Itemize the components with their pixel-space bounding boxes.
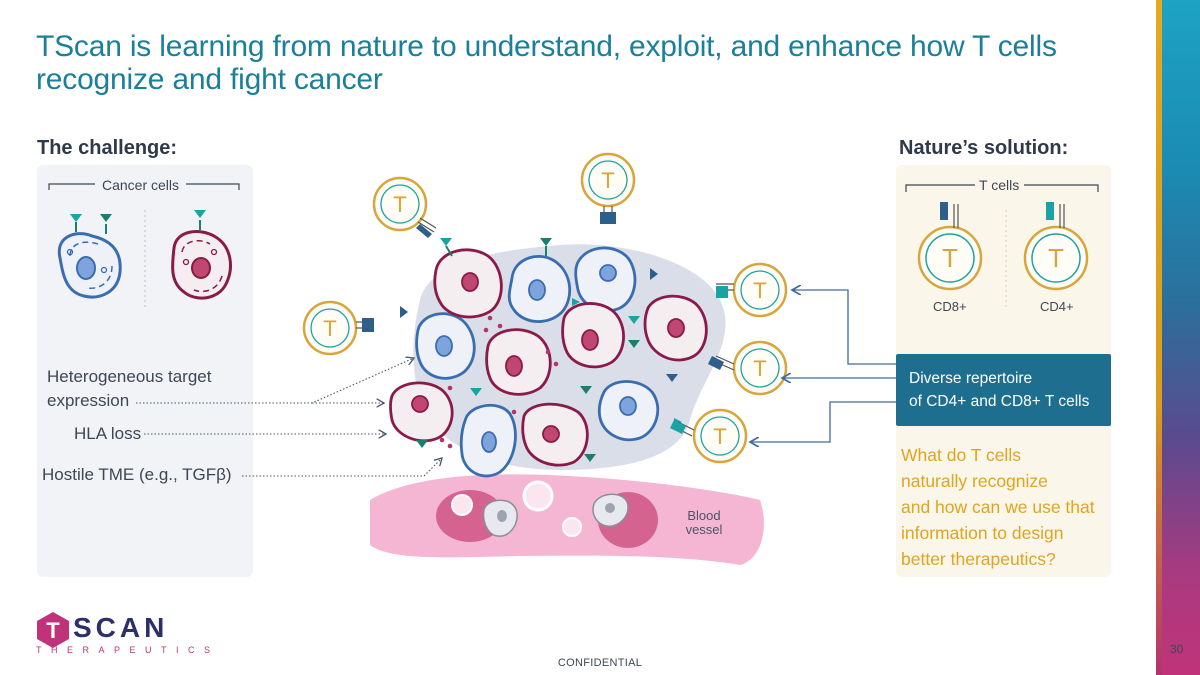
solution-arrows: [750, 290, 896, 442]
blood-vessel-icon: [370, 474, 764, 565]
t-letter: T: [323, 316, 336, 341]
question-line: naturally recognize: [901, 471, 1048, 491]
question-line: and how can we use that: [901, 497, 1095, 517]
t-letter: T: [601, 168, 614, 193]
solution-question: What do T cells naturally recognize and …: [901, 442, 1111, 572]
tumor-blue-cell-5: [459, 404, 517, 478]
tumor-red-cell-6: [521, 402, 589, 467]
question-line: What do T cells: [901, 445, 1021, 465]
tumor-blue-cell-2: [574, 246, 637, 313]
t-cell-icon-right-3: [670, 408, 748, 464]
tumor-red-cell-4: [643, 294, 708, 362]
cd4-t-cell-icon: [1023, 202, 1089, 291]
cd8-t-cell-icon: [917, 202, 983, 291]
cd4-label: CD4+: [1040, 299, 1074, 314]
tumor-red-cell-3: [561, 302, 625, 369]
cancer-cells-label: Cancer cells: [102, 177, 180, 193]
challenge-item-expression: expression: [47, 391, 130, 410]
decorative-stripe: [1156, 0, 1200, 675]
tumor-red-cell-1: [433, 248, 503, 319]
slide-title: TScan is learning from nature to underst…: [36, 30, 1057, 96]
red-cancer-cell-icon: [171, 210, 232, 300]
diverse-repertoire-box: Diverse repertoire of CD4+ and CD8+ T ce…: [896, 354, 1111, 426]
t-letter: T: [942, 243, 958, 273]
t-letter: T: [713, 424, 726, 449]
t-letter: T: [753, 278, 766, 303]
t-cell-icon-right-2: [708, 340, 788, 396]
logo-subtitle: THERAPEUTICS: [36, 645, 220, 655]
cancer-cells-bracket: [48, 183, 240, 190]
tumor-red-cell-5: [389, 381, 454, 443]
logo-hexagon-icon: [37, 612, 69, 648]
question-line: information to design: [901, 523, 1064, 543]
t-letter: T: [393, 192, 406, 217]
tumor-blue-cell-3: [415, 312, 476, 380]
hla-receptor-icons: [400, 238, 682, 462]
logo-letter: T: [46, 618, 60, 643]
t-cell-letters: T T T T T T T T: [323, 168, 1064, 449]
t-cell-icon-right-1: [716, 262, 788, 318]
cd8-label: CD8+: [933, 299, 967, 314]
challenge-item-hostile-tme: Hostile TME (e.g., TGFβ): [42, 465, 232, 484]
challenge-arrows: [136, 358, 442, 477]
cytokine-dots: [439, 315, 559, 449]
t-cell-icon-left: [302, 300, 374, 356]
t-cell-icon-top-left: [372, 176, 437, 238]
page-number: 30: [1170, 642, 1184, 656]
t-cells-bracket: [905, 184, 1099, 192]
t-cells-label: T cells: [979, 177, 1020, 193]
challenge-item-heterogeneous: Heterogeneous target: [47, 367, 212, 386]
solution-heading: Nature’s solution:: [899, 137, 1069, 159]
tumor-blue-cell-4: [597, 380, 660, 442]
tumor-blue-cell-1: [507, 254, 571, 323]
blue-cancer-cell-icon: [57, 214, 122, 299]
challenge-heading: The challenge:: [37, 137, 178, 159]
t-letter: T: [1048, 243, 1064, 273]
box-line-2: of CD4+ and CD8+ T cells: [909, 393, 1090, 410]
blood-vessel-label-2: vessel: [686, 522, 723, 537]
box-line-1: Diverse repertoire: [909, 370, 1033, 387]
t-letter: T: [753, 356, 766, 381]
challenge-item-hla-loss: HLA loss: [74, 424, 142, 443]
tumor-red-cell-2: [485, 328, 552, 396]
logo-wordmark: SCAN: [73, 612, 169, 643]
t-cell-icon-top-center: [580, 152, 636, 224]
confidential-label: CONFIDENTIAL: [557, 657, 643, 669]
question-line: better therapeutics?: [901, 549, 1056, 569]
blood-vessel-label-1: Blood: [687, 508, 720, 523]
